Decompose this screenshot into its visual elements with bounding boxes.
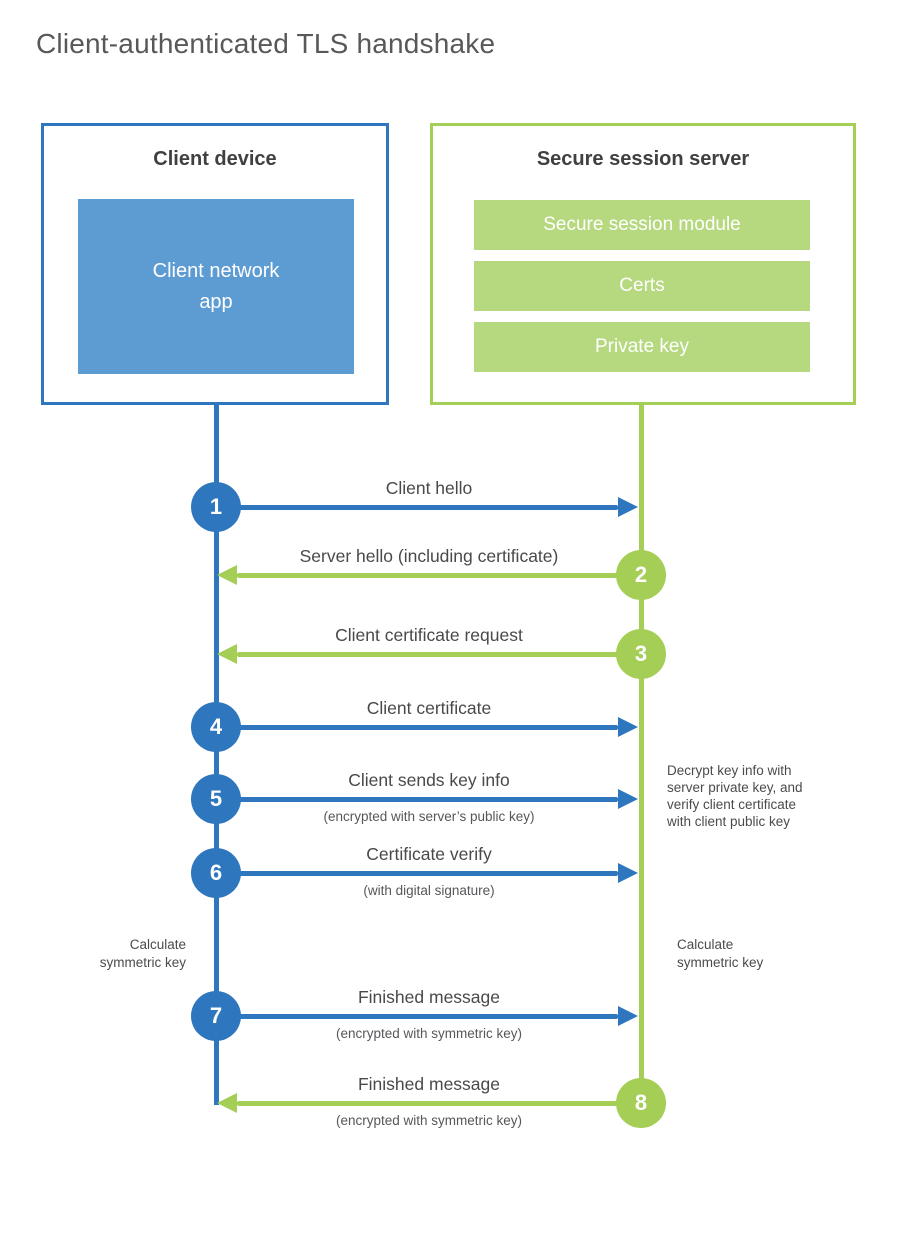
message-label: Server hello (including certificate) — [299, 546, 559, 566]
arrow-line — [237, 1101, 641, 1106]
page-title: Client-authenticated TLS handshake — [36, 28, 496, 59]
arrowhead-right-icon — [618, 789, 638, 809]
client-lifeline — [214, 404, 219, 1105]
arrow-line — [216, 871, 618, 876]
message-sublabel: (encrypted with server’s public key) — [323, 809, 535, 824]
calculate-symmetric-key-server-note: Calculate symmetric key — [677, 937, 764, 970]
message-sublabel: (encrypted with symmetric key) — [335, 1113, 523, 1128]
arrowhead-left-icon — [217, 644, 237, 664]
message-label: Client certificate — [366, 698, 492, 718]
secure-session-server-box: Secure session server Secure session mod… — [430, 123, 856, 405]
server-module-bar: Certs — [474, 261, 810, 311]
client-network-app-box: Client network app — [78, 199, 354, 374]
message-sublabel: (encrypted with symmetric key) — [335, 1026, 523, 1041]
secure-session-server-title: Secure session server — [536, 148, 750, 170]
message-label: Client hello — [385, 478, 473, 498]
arrowhead-right-icon — [618, 717, 638, 737]
arrow-line — [237, 573, 641, 578]
arrow-line — [216, 797, 618, 802]
step-circle: 5 — [191, 774, 241, 824]
calculate-symmetric-key-client-note: Calculate symmetric key — [99, 937, 186, 970]
server-modules: Secure session module Certs Private key — [474, 200, 810, 383]
step-circle: 2 — [616, 550, 666, 600]
step-circle: 8 — [616, 1078, 666, 1128]
arrowhead-left-icon — [217, 1093, 237, 1113]
arrowhead-right-icon — [618, 497, 638, 517]
server-lifeline — [639, 404, 644, 1105]
message-label: Finished message — [357, 1074, 501, 1094]
arrowhead-left-icon — [217, 565, 237, 585]
decrypt-note: Decrypt key info with server private key… — [667, 763, 803, 829]
arrowhead-right-icon — [618, 1006, 638, 1026]
arrow-line — [216, 1014, 618, 1019]
message-label: Certificate verify — [366, 844, 492, 864]
message-sublabel: (with digital signature) — [363, 883, 495, 898]
arrow-line — [216, 505, 618, 510]
client-device-title: Client device — [153, 148, 277, 170]
message-label: Client sends key info — [348, 770, 510, 790]
server-module-bar: Private key — [474, 322, 810, 372]
message-label: Finished message — [357, 987, 501, 1007]
message-label: Client certificate request — [335, 625, 523, 645]
step-circle: 6 — [191, 848, 241, 898]
client-device-box: Client device Client network app — [41, 123, 389, 405]
step-circle: 4 — [191, 702, 241, 752]
arrow-line — [237, 652, 641, 657]
arrowhead-right-icon — [618, 863, 638, 883]
arrow-line — [216, 725, 618, 730]
step-circle: 1 — [191, 482, 241, 532]
server-module-bar: Secure session module — [474, 200, 810, 250]
step-circle: 7 — [191, 991, 241, 1041]
step-circle: 3 — [616, 629, 666, 679]
